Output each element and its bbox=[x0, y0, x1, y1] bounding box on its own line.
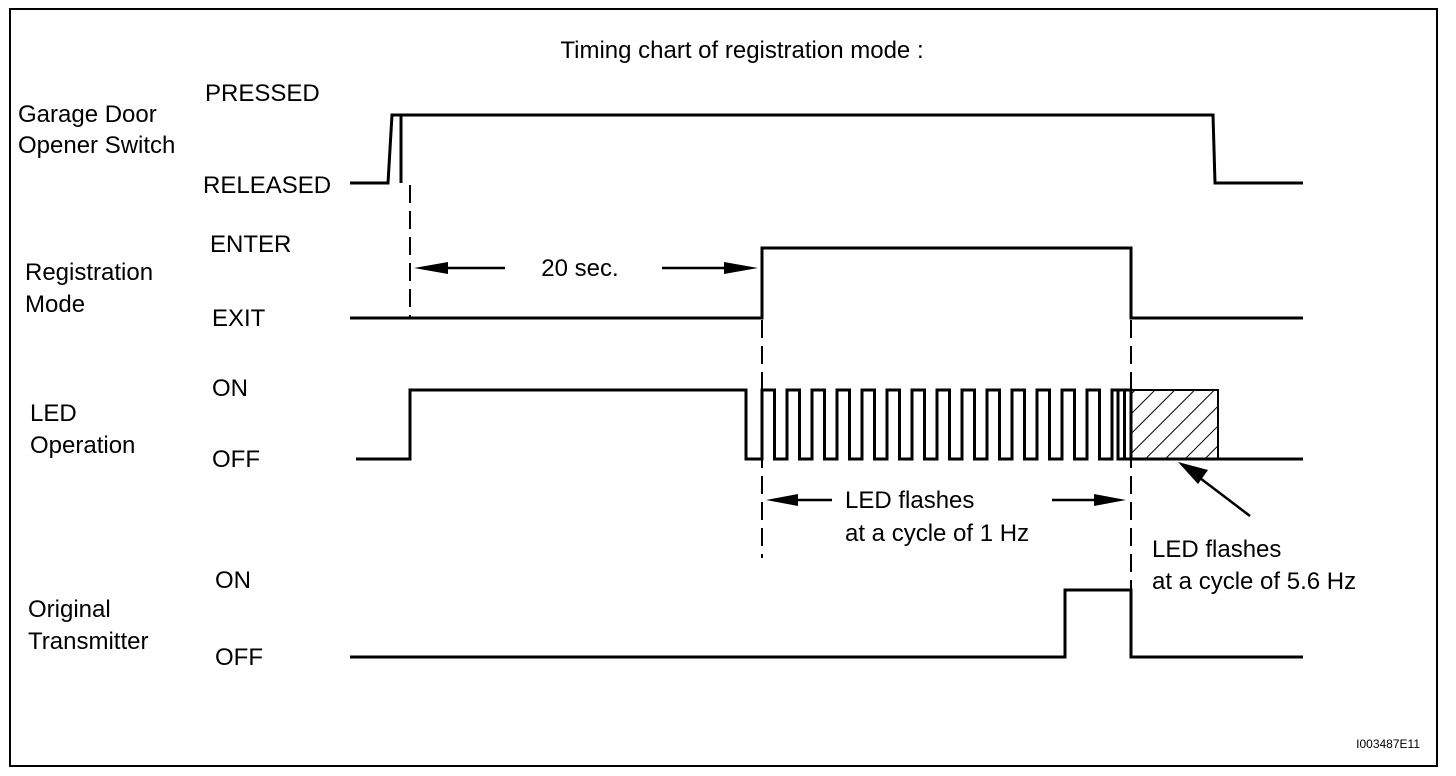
transmitter-low-label: OFF bbox=[215, 644, 263, 671]
transmitter-name-line1: Original bbox=[28, 596, 111, 623]
led-5-6hz-hatched-region bbox=[1130, 389, 1219, 460]
led-5-6hz-pointer-head bbox=[1178, 462, 1208, 484]
led-5-6hz-pointer-shaft bbox=[1195, 474, 1251, 517]
transmitter-high-label: ON bbox=[215, 567, 251, 594]
chart-title: Timing chart of registration mode : bbox=[560, 37, 923, 64]
registration-name-line2: Mode bbox=[25, 291, 85, 318]
registration-high-label: ENTER bbox=[210, 231, 291, 258]
garage-door-low-label: RELEASED bbox=[203, 172, 331, 199]
led-name-line2: Operation bbox=[30, 432, 135, 459]
led-name-line1: LED bbox=[30, 400, 77, 427]
registration-waveform bbox=[350, 246, 1303, 320]
led-1hz-label-line1: LED flashes bbox=[845, 487, 974, 514]
led-1hz-arrow-left-head bbox=[766, 494, 798, 506]
transmitter-name-line2: Transmitter bbox=[28, 628, 148, 655]
registration-name-line1: Registration bbox=[25, 259, 153, 286]
interval-arrow-left-head bbox=[414, 262, 448, 274]
garage-door-high-label: PRESSED bbox=[205, 80, 320, 107]
led-5-6hz-label-line1: LED flashes bbox=[1152, 536, 1281, 563]
led-5-6hz-label-line2: at a cycle of 5.6 Hz bbox=[1152, 568, 1356, 595]
garage-door-name-line2: Opener Switch bbox=[18, 132, 175, 159]
led-low-label: OFF bbox=[212, 446, 260, 473]
transmitter-waveform bbox=[350, 588, 1303, 659]
garage-door-waveform bbox=[350, 113, 1303, 185]
figure-code: I003487E11 bbox=[1356, 737, 1420, 751]
led-1hz-arrow-right-head bbox=[1094, 494, 1126, 506]
garage-door-name-line1: Garage Door bbox=[18, 101, 157, 128]
interval-arrow-right-head bbox=[724, 262, 758, 274]
interval-label: 20 sec. bbox=[541, 255, 618, 282]
led-high-label: ON bbox=[212, 375, 248, 402]
registration-low-label: EXIT bbox=[212, 305, 266, 332]
figure-border bbox=[9, 8, 1438, 767]
led-1hz-label-line2: at a cycle of 1 Hz bbox=[845, 520, 1029, 547]
led-waveform bbox=[356, 388, 1303, 461]
